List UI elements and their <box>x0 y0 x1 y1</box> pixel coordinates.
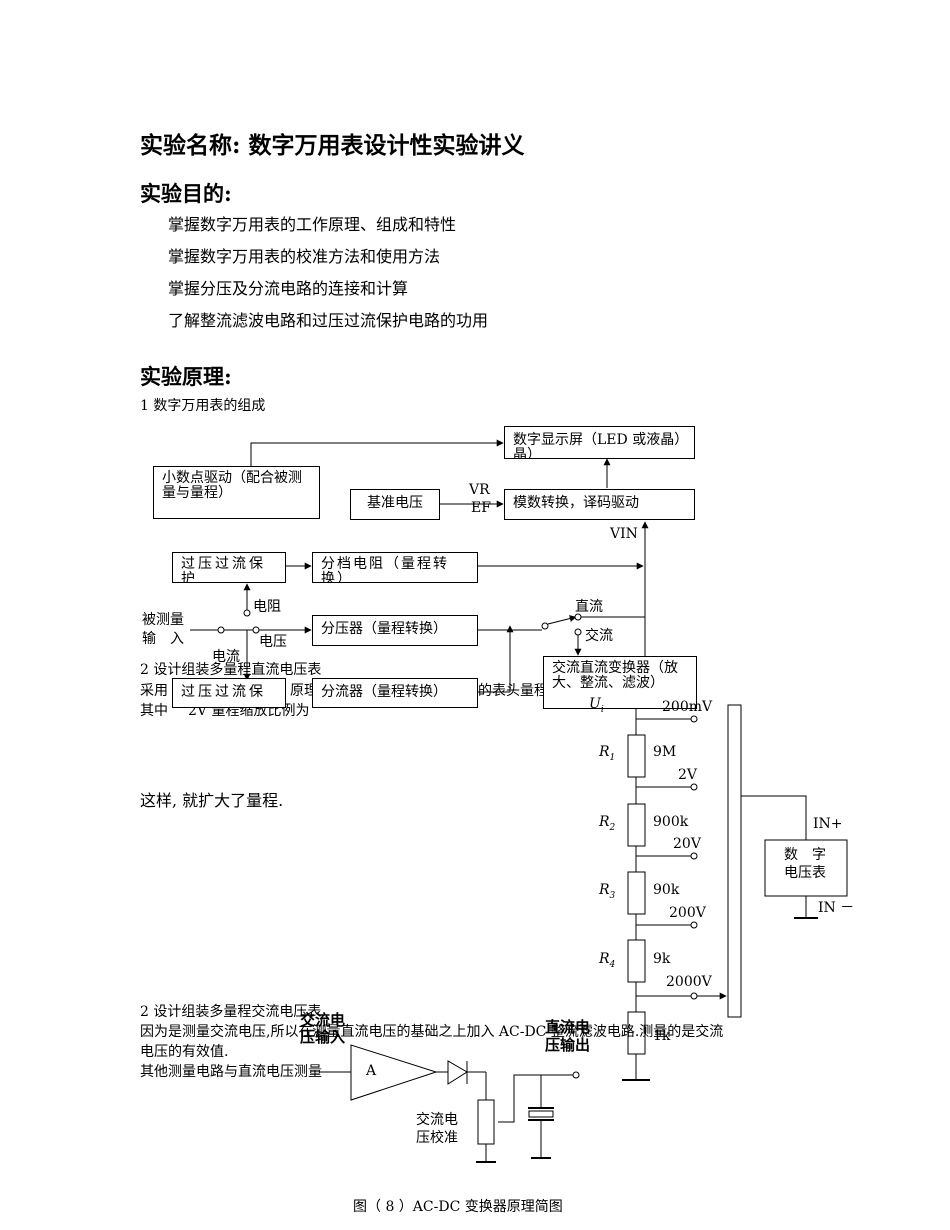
purpose-item: 了解整流滤波电路和过压过流保护电路的功用 <box>168 311 489 330</box>
body-text: 电压的有效值. <box>140 1044 229 1060</box>
body-text: 这样, 就扩大了量程. <box>140 791 284 810</box>
switch-voltage-label: 电压 <box>259 634 287 650</box>
body-text: 因为是测量交流电压,所以在测量直流电压的基础之上加入 AC-DC 整流滤波电路.… <box>140 1024 724 1040</box>
switch-current-label: 电流 <box>212 649 240 665</box>
figure-caption: 图（ 8 ）AC-DC 变换器原理简图 <box>353 1199 563 1215</box>
protection-block: 过压过流保护 <box>172 552 286 583</box>
body-text: 其中 <box>140 703 168 719</box>
shunt-block: 分流器（量程转换） <box>312 678 478 708</box>
switch-resistance-label: 电阻 <box>253 599 281 615</box>
purpose-item: 掌握数字万用表的校准方法和使用方法 <box>168 247 441 266</box>
section-heading: 1 数字万用表的组成 <box>140 398 266 414</box>
in-minus-label: IN － <box>818 900 855 916</box>
document-title: 实验名称: 数字万用表设计性实验讲义 <box>140 132 525 159</box>
vref-label: VR <box>469 482 490 498</box>
resistor-value: 9M <box>653 744 677 760</box>
reference-block: 基准电压 <box>350 489 440 520</box>
purpose-item: 掌握分压及分流电路的连接和计算 <box>168 279 409 298</box>
display-block: 数字显示屏（LED 或液晶）晶） <box>504 426 695 459</box>
resistor-label: R3 <box>599 882 616 901</box>
vref-label: EF <box>471 500 491 516</box>
body-text: 原理 <box>290 683 318 699</box>
tap-label-2v: 2V <box>678 767 698 783</box>
purpose-heading: 实验目的: <box>140 181 232 206</box>
amplifier-label: A <box>366 1063 377 1079</box>
adc-block: 模数转换，译码驱动 <box>504 489 695 520</box>
dc-output-label: 直流电 压输出 <box>545 1018 591 1054</box>
decimal-driver-block: 小数点驱动（配合被测量与量程） <box>153 466 320 519</box>
resistor-label: R1 <box>599 744 616 763</box>
input-label: 输 入 <box>142 631 184 647</box>
ui-label: Ui <box>589 696 604 715</box>
body-text: 其他测量电路与直流电压测量 <box>140 1064 322 1080</box>
resistor-value: 1k <box>653 1028 671 1044</box>
acdc-block: 交流直流变换器（放大、整流、滤波） <box>543 656 697 709</box>
resistor-value: 900k <box>653 814 689 830</box>
vin-label: VIN <box>610 526 638 542</box>
body-text: 的表头量程 <box>478 683 548 699</box>
resistor-label: R4 <box>599 951 616 970</box>
tap-label-200v: 200V <box>669 905 706 921</box>
tap-label-200mv: 200mV <box>662 699 713 715</box>
in-plus-label: IN+ <box>813 816 843 832</box>
dc-label: 直流 <box>575 599 603 615</box>
purpose-item: 掌握数字万用表的工作原理、组成和特性 <box>168 215 457 234</box>
resistor-value: 9k <box>653 951 671 967</box>
tap-label-20v: 20V <box>673 836 701 852</box>
body-text: 采用 <box>140 683 168 699</box>
ac-label: 交流 <box>585 628 613 644</box>
protection-block-2: 过压过流保 <box>172 678 286 708</box>
tap-label-2000v: 2000V <box>666 974 712 990</box>
range-resistor-block: 分档电阻（量程转换） <box>312 552 478 583</box>
divider-block: 分压器（量程转换） <box>312 615 478 646</box>
section-heading: 2 设计组装多量程直流电压表 <box>140 662 322 678</box>
principle-heading: 实验原理: <box>140 364 232 389</box>
calibration-label: 交流电 压校准 <box>416 1112 458 1147</box>
ac-input-label: 交流电 压输入 <box>300 1011 346 1047</box>
meter-label: 数 字 电压表 <box>784 847 826 881</box>
resistor-label: R2 <box>599 814 616 833</box>
section-heading: 2 设计组装多量程交流电压表 <box>140 1004 322 1020</box>
input-label: 被测量 <box>142 612 184 628</box>
resistor-value: 90k <box>653 882 680 898</box>
